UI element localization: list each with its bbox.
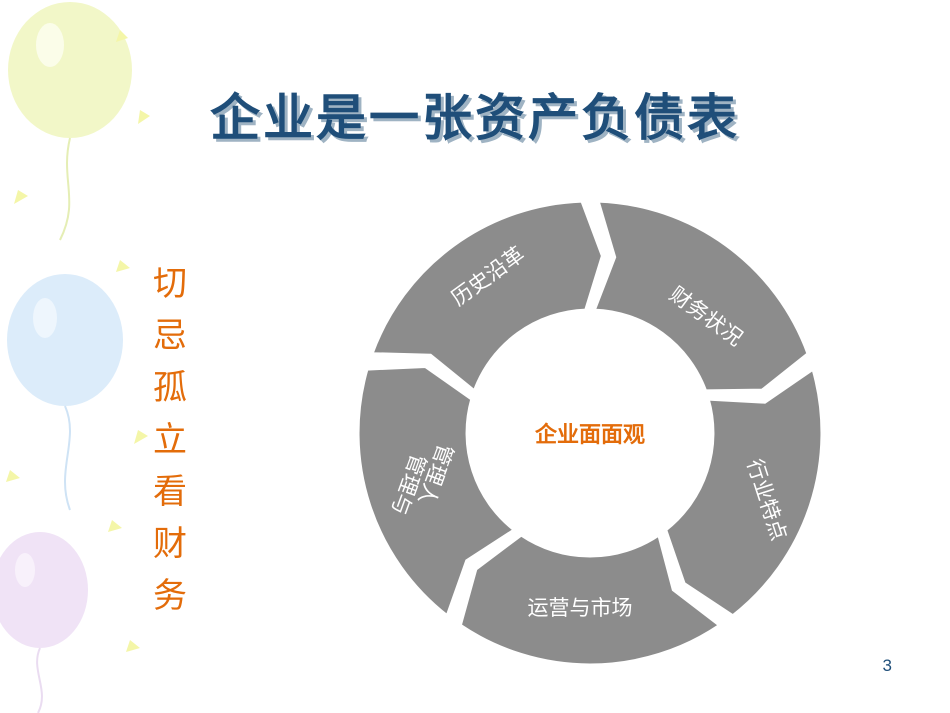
- side-phrase-char: 财: [153, 524, 187, 564]
- balloon-purple-icon: [0, 532, 88, 648]
- side-phrase: 切 忌 孤 立 看 财 务: [145, 258, 195, 622]
- center-label: 企业面面观: [534, 422, 645, 448]
- side-phrase-char: 忌: [153, 316, 187, 356]
- slide-title: 企业是一张资产负债表: [210, 88, 740, 147]
- center-circle: [467, 310, 713, 556]
- side-phrase-char: 切: [153, 264, 187, 304]
- side-phrase-char: 看: [153, 472, 187, 512]
- page-number: 3: [882, 656, 892, 675]
- confetti-decoration: [6, 30, 150, 652]
- side-phrase-char: 立: [153, 420, 187, 460]
- cycle-diagram: 企业面面观 历史沿革 财务状况 行业特点 运营与市场 管理与 管理人: [356, 199, 824, 667]
- balloon-yellow-icon: [8, 2, 132, 138]
- balloon-decoration: [0, 2, 150, 713]
- segment-label-operations: 运营与市场: [528, 596, 633, 620]
- balloon-blue-icon: [7, 274, 123, 406]
- side-phrase-char: 务: [153, 576, 187, 616]
- side-phrase-char: 孤: [153, 368, 187, 408]
